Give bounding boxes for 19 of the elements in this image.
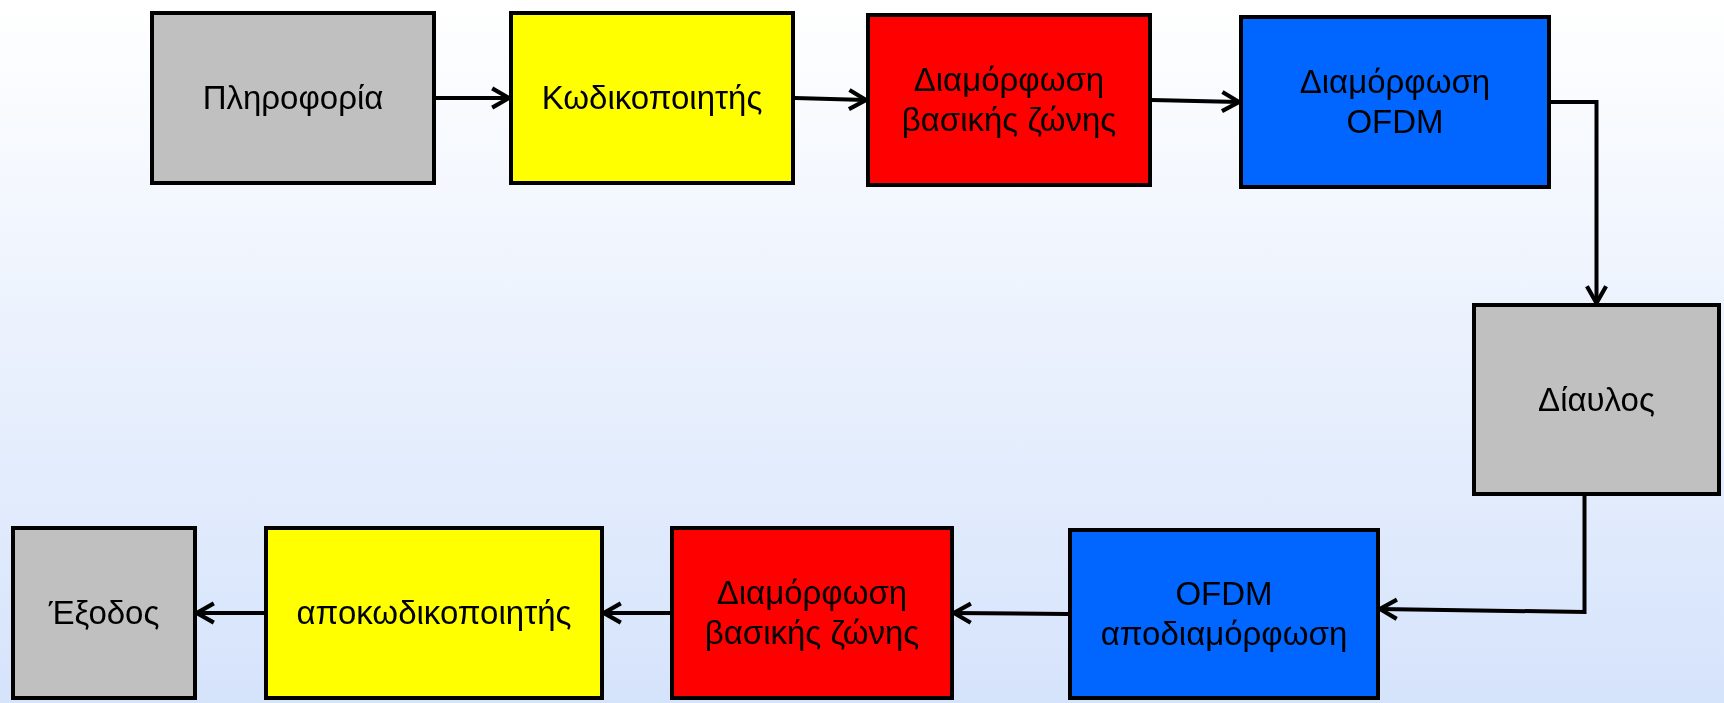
box-label: Κωδικοποιητής xyxy=(540,78,764,118)
process-box xyxy=(150,11,436,185)
box-label: Διαμόρφωση βασικής ζώνης xyxy=(900,60,1118,140)
box-label: Διαμόρφωση OFDM xyxy=(1298,62,1492,142)
box-label: Πληροφορία xyxy=(201,78,385,118)
box-label: OFDM αποδιαμόρφωση xyxy=(1099,574,1349,654)
process-box xyxy=(1239,15,1551,189)
box-label: αποκωδικοποιητής xyxy=(295,593,573,633)
process-box xyxy=(11,526,197,700)
box-label: Έξοδος xyxy=(47,593,161,633)
process-box xyxy=(264,526,604,700)
process-box xyxy=(866,13,1152,187)
arrow xyxy=(1551,100,1609,306)
box-label: Δίαυλος xyxy=(1537,379,1656,420)
box-label: Διαμόρφωση βασικής ζώνης xyxy=(703,573,921,653)
process-box xyxy=(670,526,954,700)
process-box xyxy=(1472,303,1721,496)
process-box xyxy=(1068,528,1380,700)
process-box xyxy=(509,11,795,185)
